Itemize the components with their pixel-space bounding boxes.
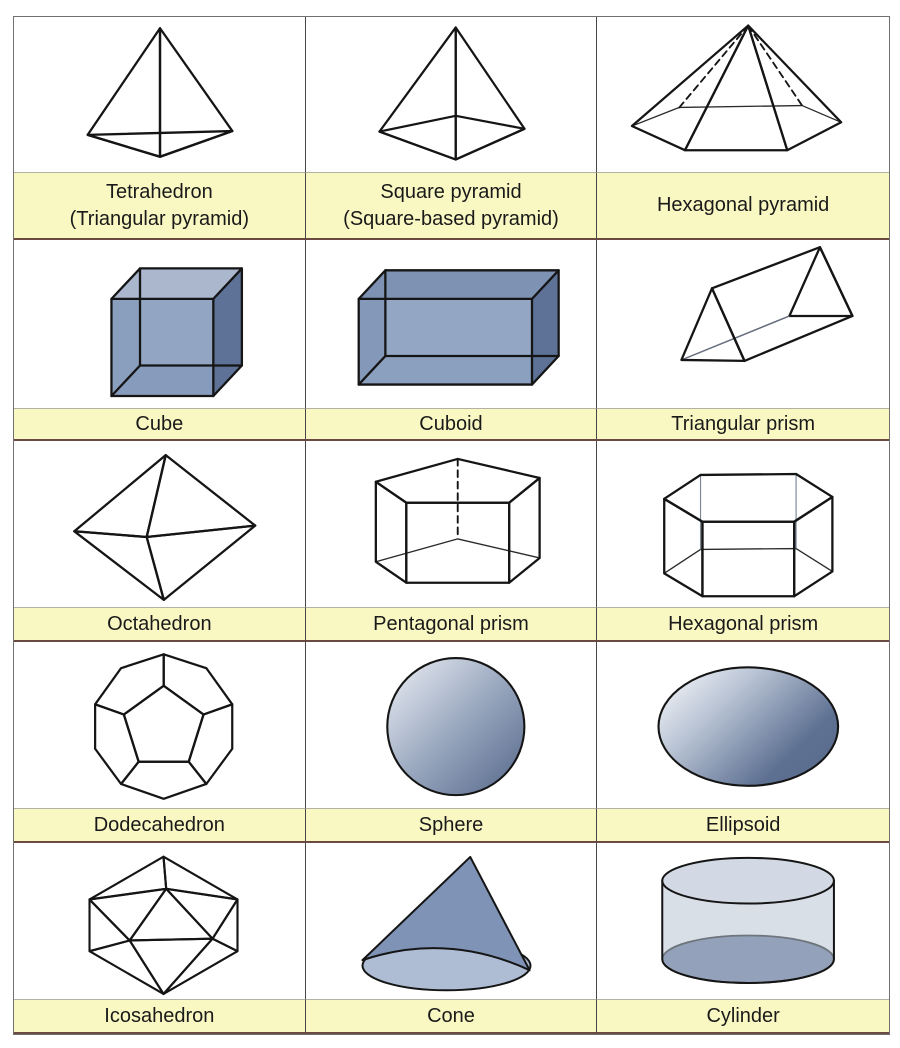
square-pyramid-figure	[378, 26, 526, 161]
cuboid-figure	[357, 269, 560, 387]
shape-name: Icosahedron	[104, 1004, 215, 1027]
shape-name: Triangular prism	[671, 412, 816, 435]
hexagonal-pyramid-figure	[630, 24, 842, 152]
figure-cell-icosahedron	[14, 843, 306, 999]
label-cuboid: Cuboid	[305, 408, 598, 441]
label-cube: Cube	[14, 408, 306, 441]
shape-name: Cube	[135, 412, 184, 435]
figure-cell-sphere	[305, 642, 598, 808]
figure-cell-square-pyramid	[305, 17, 598, 172]
icosahedron-figure	[88, 855, 239, 996]
label-dodecahedron: Dodecahedron	[14, 808, 306, 843]
figure-cell-cylinder	[597, 843, 889, 999]
shape-name: Cylinder	[706, 1004, 780, 1027]
label-pentagonal-prism: Pentagonal prism	[305, 607, 598, 642]
ellipsoid-figure	[657, 666, 839, 788]
shape-name: Pentagonal prism	[373, 612, 529, 635]
pentagonal-prism-figure	[374, 458, 541, 585]
figure-cell-cuboid	[305, 240, 598, 408]
shapes-table: Tetrahedron (Triangular pyramid) Square …	[13, 16, 890, 1035]
label-triangular-prism: Triangular prism	[597, 408, 889, 441]
figure-cell-pentagonal-prism	[305, 441, 598, 607]
shape-name: Ellipsoid	[705, 813, 781, 836]
triangular-prism-figure	[679, 246, 854, 363]
figure-cell-cone	[305, 843, 598, 999]
shape-name: Sphere	[418, 813, 484, 836]
tetrahedron-figure	[86, 27, 234, 158]
label-sphere: Sphere	[305, 808, 598, 843]
hexagonal-prism-figure	[662, 473, 834, 598]
figure-cell-ellipsoid	[597, 642, 889, 808]
figure-cell-hexagonal-pyramid	[597, 17, 889, 172]
shape-name: Square pyramid	[380, 180, 522, 203]
label-cylinder: Cylinder	[597, 999, 889, 1034]
label-octahedron: Octahedron	[14, 607, 306, 642]
shape-name: Cuboid	[419, 412, 483, 435]
cube-figure	[110, 267, 244, 398]
cylinder-figure	[660, 856, 835, 985]
shape-name: Hexagonal prism	[668, 612, 819, 635]
figure-cell-dodecahedron	[14, 642, 306, 808]
label-ellipsoid: Ellipsoid	[597, 808, 889, 843]
figure-cell-tetrahedron	[14, 17, 306, 172]
shape-name: Octahedron	[107, 612, 212, 635]
shape-name: Tetrahedron	[105, 180, 213, 203]
label-tetrahedron: Tetrahedron (Triangular pyramid)	[14, 172, 306, 240]
shape-name: Hexagonal pyramid	[656, 194, 830, 216]
shape-name: Dodecahedron	[93, 813, 225, 836]
shape-subname: (Triangular pyramid)	[69, 207, 249, 230]
figure-cell-octahedron	[14, 441, 306, 607]
label-square-pyramid: Square pyramid (Square-based pyramid)	[305, 172, 598, 240]
label-icosahedron: Icosahedron	[14, 999, 306, 1034]
sphere-figure	[386, 657, 526, 797]
dodecahedron-figure	[94, 653, 234, 801]
figure-cell-cube	[14, 240, 306, 408]
shape-name: Cone	[427, 1004, 475, 1027]
shape-subname: (Square-based pyramid)	[343, 207, 559, 230]
figure-cell-hexagonal-prism	[597, 441, 889, 607]
cone-figure	[361, 856, 532, 992]
figure-cell-triangular-prism	[597, 240, 889, 408]
octahedron-figure	[73, 454, 257, 602]
label-hexagonal-prism: Hexagonal prism	[597, 607, 889, 642]
label-hexagonal-pyramid: Hexagonal pyramid	[597, 172, 889, 240]
label-cone: Cone	[305, 999, 598, 1034]
